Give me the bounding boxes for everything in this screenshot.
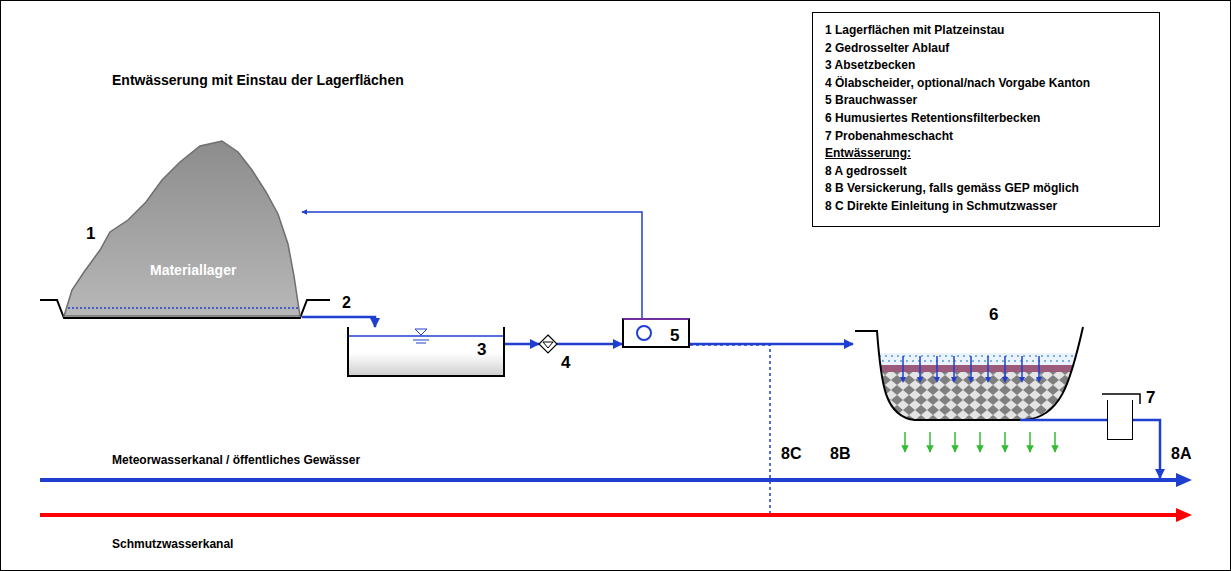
pipe-connector bbox=[302, 317, 375, 327]
legend-entry: 2 Gedrosselter Ablauf bbox=[825, 40, 1147, 58]
infiltration-arrow bbox=[954, 432, 956, 452]
legend-entry: 8 C Direkte Einleitung in Schmutzwasser bbox=[825, 198, 1147, 216]
retention-basin: 6 bbox=[855, 325, 1085, 425]
pipe-connector bbox=[302, 212, 642, 318]
drawing-part bbox=[1036, 377, 1042, 383]
drawing-part bbox=[416, 343, 426, 344]
legend-entry: 6 Humusiertes Retentionsfilterbecken bbox=[825, 110, 1147, 128]
drawing-part bbox=[934, 377, 940, 383]
callout-number: 2 bbox=[341, 294, 352, 312]
infiltration-arrow bbox=[1029, 432, 1031, 452]
drawing-part bbox=[543, 342, 553, 348]
infiltration-arrow bbox=[1004, 432, 1006, 452]
legend-entry: 1 Lagerflächen mit Platzeinstau bbox=[825, 22, 1147, 40]
drawing-part bbox=[413, 340, 429, 341]
drawing-part bbox=[951, 377, 957, 383]
storm-water-channel: Meteorwasserkanal / öffentliches Gewässe… bbox=[40, 478, 1178, 482]
material-pile bbox=[62, 140, 302, 318]
oil-separator-symbol bbox=[539, 335, 557, 353]
service-water-tank: 5 bbox=[622, 318, 690, 348]
callout-number: 6 bbox=[989, 305, 998, 325]
drawing-part bbox=[349, 335, 503, 337]
drawing-part bbox=[1002, 377, 1008, 383]
drawing-part bbox=[415, 329, 427, 335]
water-level bbox=[68, 307, 298, 309]
sampling-shaft: 7 bbox=[1107, 400, 1133, 440]
legend-entry: 7 Probenahmeschacht bbox=[825, 128, 1147, 146]
drawing-part bbox=[1020, 419, 1085, 422]
pipe-connector bbox=[557, 343, 622, 346]
drawing-part bbox=[855, 355, 1085, 357]
legend-entry: 4 Ölabscheider, optional/nach Vorgabe Ka… bbox=[825, 75, 1147, 93]
callout-number: 7 bbox=[1146, 388, 1155, 408]
retention-filter-basin bbox=[855, 325, 1085, 425]
pipe-connector bbox=[1133, 420, 1160, 478]
drawing-part bbox=[539, 335, 557, 353]
pile-label: Materiallager bbox=[150, 262, 236, 278]
channel-label: Meteorwasserkanal / öffentliches Gewässe… bbox=[112, 453, 360, 467]
pile-shape bbox=[64, 141, 300, 316]
infiltration-arrows bbox=[905, 432, 1055, 452]
settling-tank: 3 bbox=[347, 327, 505, 377]
pipe-connector bbox=[505, 343, 539, 346]
channel-label: Schmutzwasserkanal bbox=[112, 537, 233, 551]
drawing-part bbox=[900, 377, 906, 383]
drawing-part bbox=[1102, 394, 1140, 404]
drawing-part bbox=[855, 327, 1083, 420]
material-pile-node: 1Materiallager bbox=[62, 140, 302, 318]
pipe-connector bbox=[690, 345, 770, 513]
drawing-part bbox=[855, 365, 1085, 372]
infiltration-arrow bbox=[979, 432, 981, 452]
infiltration-arrow bbox=[904, 432, 906, 452]
canal-arrowhead bbox=[1176, 508, 1192, 522]
callout-number: 8C bbox=[780, 445, 802, 463]
legend-entry: 5 Brauchwasser bbox=[825, 92, 1147, 110]
canal-arrowhead bbox=[1176, 473, 1192, 487]
legend-entry: 8 B Versickerung, falls gemäss GEP mögli… bbox=[825, 180, 1147, 198]
shaft-lid bbox=[1108, 400, 1132, 439]
diagram-title: Entwässerung mit Einstau der Lagerfläche… bbox=[112, 72, 404, 88]
drawing-part bbox=[1019, 377, 1025, 383]
callout-number: 5 bbox=[670, 326, 679, 346]
callout-number: 1 bbox=[86, 224, 95, 244]
legend-box: 1 Lagerflächen mit Platzeinstau2 Gedross… bbox=[812, 12, 1160, 227]
oil-separator: 4 bbox=[539, 335, 557, 353]
legend-heading: Entwässerung: bbox=[825, 145, 1147, 163]
legend-entry: 3 Absetzbecken bbox=[825, 57, 1147, 75]
drawing-part bbox=[637, 326, 651, 340]
sewage-channel: Schmutzwasserkanal bbox=[40, 513, 1178, 517]
callout-number: 4 bbox=[561, 353, 570, 373]
legend-entry: 8 A gedrosselt bbox=[825, 163, 1147, 181]
pipe-connector bbox=[1085, 419, 1107, 422]
callout-number: 8A bbox=[1170, 445, 1192, 463]
callout-number: 3 bbox=[477, 340, 486, 360]
drawing-part bbox=[917, 377, 923, 383]
infiltration-arrow bbox=[929, 432, 931, 452]
drawing-part bbox=[985, 377, 991, 383]
infiltration-arrow bbox=[1054, 432, 1056, 452]
drawing-part bbox=[855, 353, 1085, 365]
callout-number: 8B bbox=[830, 445, 850, 463]
drawing-part bbox=[968, 377, 974, 383]
